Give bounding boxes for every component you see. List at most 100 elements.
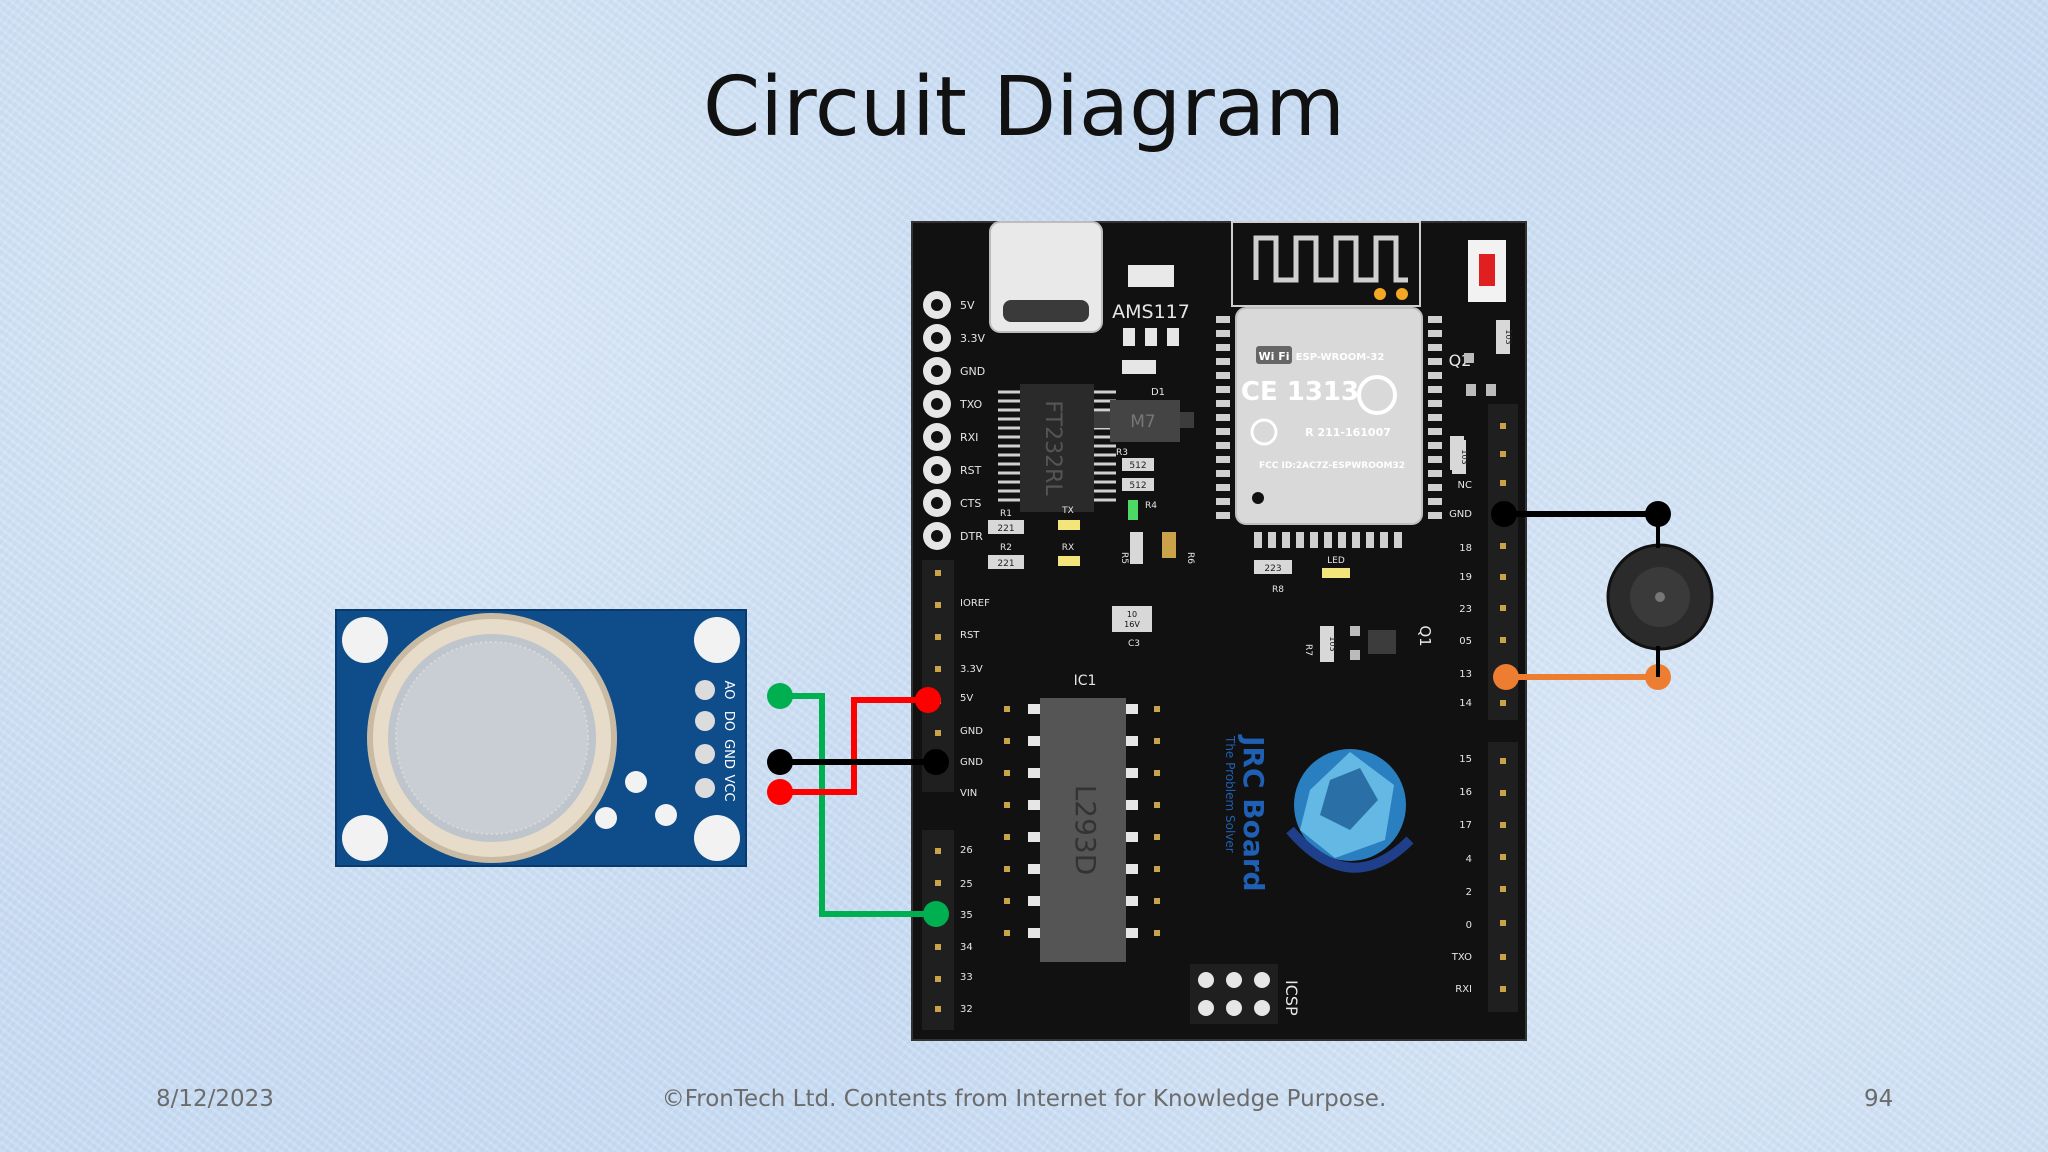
- r5-label: R5: [1119, 552, 1129, 564]
- pin-14: 14: [1459, 698, 1472, 709]
- r6-label: R6: [1185, 552, 1195, 564]
- r3-value: 512: [1129, 461, 1146, 471]
- module-r: R 211-161007: [1305, 426, 1391, 439]
- motor-driver-chip: IC1 L293D: [1004, 673, 1160, 962]
- pin-vin: VIN: [960, 788, 977, 799]
- module-fcc: FCC ID:2AC7Z-ESPWROOM32: [1259, 461, 1405, 471]
- c3-line1: 10: [1127, 610, 1137, 619]
- q1-label: Q1: [1416, 625, 1434, 646]
- pin-25: 25: [960, 879, 973, 890]
- wire-red: [767, 687, 941, 805]
- pin-label-gnd: GND: [960, 365, 985, 378]
- pin-0: 0: [1466, 920, 1472, 931]
- r3-label: R3: [1116, 448, 1128, 458]
- r2-value: 221: [997, 559, 1014, 569]
- pin-05: 05: [1459, 636, 1472, 647]
- tx-label: TX: [1061, 506, 1074, 516]
- r8-label: R8: [1272, 585, 1284, 595]
- r1-label: R1: [1000, 509, 1012, 519]
- usb-header-pins: [923, 291, 951, 550]
- pin-3v3-power: 3.3V: [960, 664, 983, 675]
- pin-label-3v3: 3.3V: [960, 332, 985, 345]
- r7-label: R7: [1303, 644, 1313, 656]
- wire-orange-signal: [1493, 646, 1671, 690]
- usb-chip-label: FT232RL: [1040, 400, 1065, 496]
- r4-label: R4: [1145, 501, 1157, 511]
- tx-led-icon: [1058, 520, 1080, 530]
- c3-label: C3: [1128, 639, 1140, 649]
- pin-nc: NC: [1458, 480, 1472, 491]
- pin-label-rst: RST: [960, 464, 982, 477]
- pin-label-dtr: DTR: [960, 530, 983, 543]
- r-value-103d: 103: [1460, 449, 1469, 464]
- board-name: JRC Board: [1237, 734, 1270, 892]
- r-value-103a: 103: [1504, 329, 1513, 344]
- pin-gnd-right: GND: [1449, 509, 1472, 520]
- pin-rxi-right: RXI: [1455, 984, 1472, 995]
- diode-label: D1: [1151, 387, 1165, 398]
- pin-rst: RST: [960, 630, 980, 641]
- pin-32: 32: [960, 1004, 973, 1015]
- pin-txo-right: TXO: [1451, 952, 1472, 963]
- module-name: ESP-WROOM-32: [1296, 352, 1385, 363]
- pin-13: 13: [1459, 669, 1472, 680]
- c3-line2: 16V: [1124, 620, 1140, 629]
- led-label: LED: [1327, 556, 1345, 566]
- pin-5v-power: 5V: [960, 693, 973, 704]
- esp32-module: Wi Fi ESP-WROOM-32 CE 1313 R 211-161007 …: [1216, 221, 1442, 548]
- pin-gnd-power-1: GND: [960, 726, 983, 737]
- sensor-pin-do: DO: [721, 711, 736, 731]
- gas-sensor-module: AO DO GND VCC: [335, 609, 747, 867]
- diode-code: M7: [1130, 412, 1155, 432]
- user-led-icon: [1322, 568, 1350, 578]
- pin-34: 34: [960, 942, 973, 953]
- antenna-trace-icon: [1253, 235, 1408, 283]
- slide-number: 94: [1864, 1086, 1894, 1112]
- pin-label-5v: 5V: [960, 299, 975, 312]
- r8-value: 223: [1264, 564, 1281, 574]
- slide-title: Circuit Diagram: [702, 60, 1346, 155]
- power-led-icon: [1128, 500, 1138, 520]
- ic1-label: IC1: [1074, 673, 1097, 689]
- pin-16: 16: [1459, 787, 1472, 798]
- pin-35: 35: [960, 910, 973, 921]
- r2-label: R2: [1000, 543, 1012, 553]
- pin-18: 18: [1459, 543, 1472, 554]
- pin-19: 19: [1459, 572, 1472, 583]
- pin-label-txo: TXO: [959, 398, 983, 411]
- jrc-logo-icon: [1286, 749, 1414, 873]
- sensor-pin-ao: AO: [721, 681, 736, 700]
- pin-4: 4: [1466, 854, 1472, 865]
- wire-black-buzzer: [1491, 501, 1671, 548]
- rx-led-icon: [1058, 556, 1080, 566]
- wire-green: [767, 683, 949, 927]
- module-wifi-label: Wi Fi: [1258, 350, 1289, 363]
- pin-33: 33: [960, 972, 973, 983]
- jrc-board: AMS117 5V 3.3V GND TXO RXI RST CTS DTR: [911, 221, 1527, 1041]
- pin-26: 26: [960, 845, 973, 856]
- wifi-logo-icon: [1357, 375, 1397, 415]
- pin-23: 23: [1459, 604, 1472, 615]
- pin-17: 17: [1459, 820, 1472, 831]
- buzzer-center-icon: [1655, 592, 1665, 602]
- pin-2: 2: [1466, 887, 1472, 898]
- regulator-label: AMS117: [1112, 301, 1190, 323]
- r3b-value: 512: [1129, 481, 1146, 491]
- driver-chip-label: L293D: [1069, 785, 1102, 876]
- module-ce: CE 1313: [1241, 377, 1359, 407]
- buzzer: [1606, 543, 1714, 651]
- r-value-103c: 103: [1328, 636, 1337, 651]
- board-tagline: The Problem Solver: [1223, 735, 1237, 853]
- slide-date: 8/12/2023: [156, 1086, 274, 1112]
- wire-black-ground: [767, 749, 949, 775]
- pin-label-cts: CTS: [960, 497, 981, 510]
- pin-ioref: IOREF: [960, 598, 990, 609]
- rx-label: RX: [1062, 543, 1074, 553]
- icsp-label: ICSP: [1282, 980, 1301, 1016]
- sensor-pin-vcc: VCC: [721, 774, 736, 801]
- pin-label-rxi: RXI: [960, 431, 978, 444]
- sensor-pin-gnd: GND: [721, 739, 736, 769]
- usb-uart-chip: FT232RL: [998, 384, 1116, 512]
- slide-footer: ©FronTech Ltd. Contents from Internet fo…: [661, 1086, 1387, 1112]
